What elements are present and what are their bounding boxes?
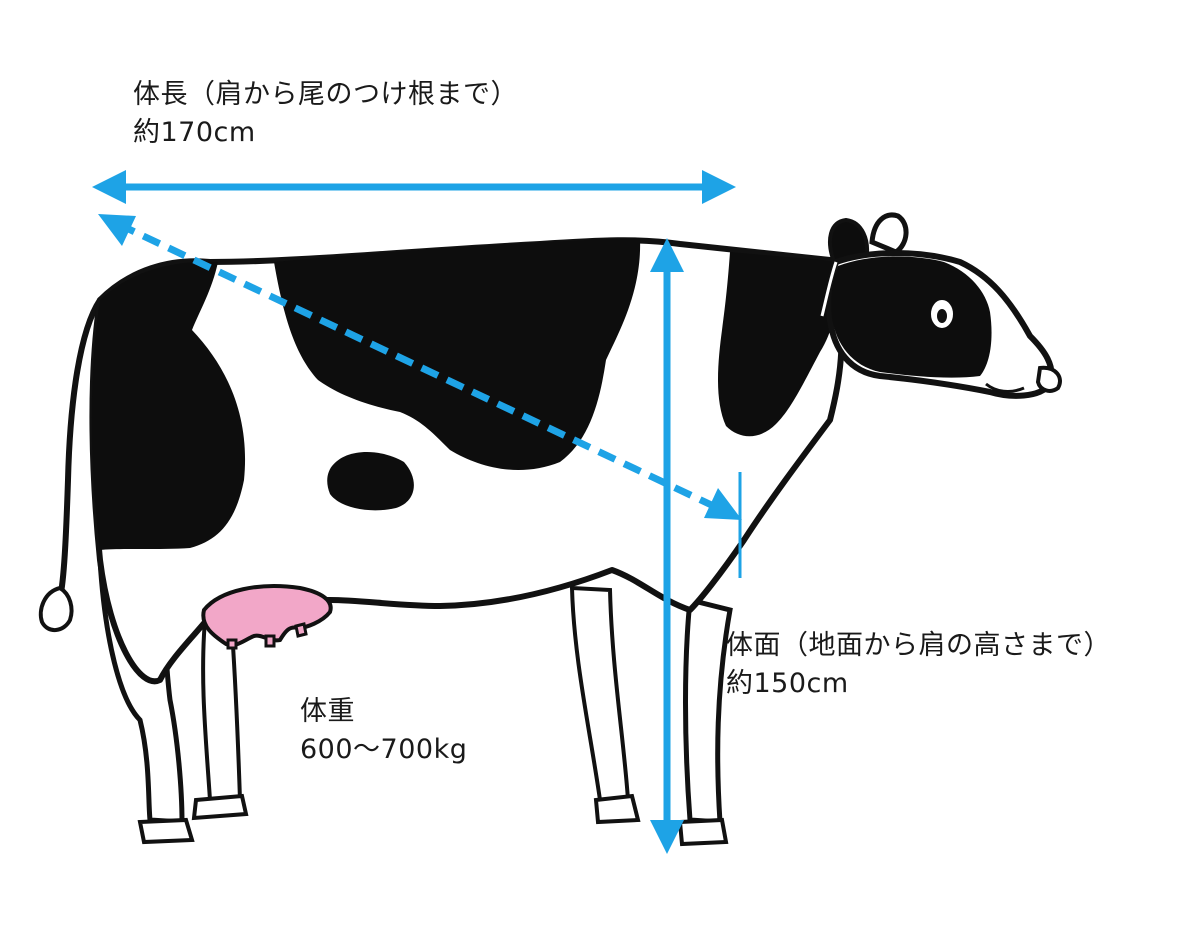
body-height-label: 体面（地面から肩の高さまで） 約150cm [726,627,1111,703]
body-length-arrow [92,170,736,204]
diagonal-length-arrow [98,214,742,578]
tail [38,297,103,632]
body-weight-label: 体重 600〜700kg [300,693,467,769]
front-legs [569,585,733,847]
body-length-value: 約170cm [133,117,256,148]
body-length-title: 体長（肩から尾のつけ根まで） [133,79,518,110]
body-weight-title: 体重 [300,696,355,727]
body-weight-value: 600〜700kg [300,734,468,765]
body-height-value: 約150cm [726,668,849,699]
body-length-label: 体長（肩から尾のつけ根まで） 約170cm [133,76,518,152]
body-height-arrow [650,238,684,854]
udder [201,584,333,650]
black-patches [91,238,839,550]
measurement-arrows [92,170,742,854]
cow-head [820,212,1062,399]
body-height-title: 体面（地面から肩の高さまで） [726,630,1111,661]
